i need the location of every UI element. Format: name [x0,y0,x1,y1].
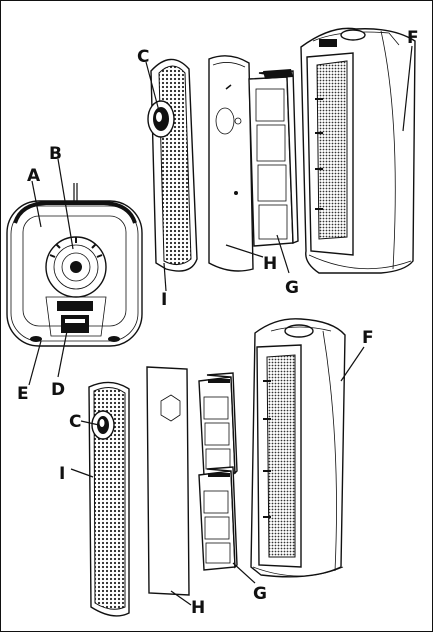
label-b-top: B [49,144,62,164]
label-i-bottom: I [59,464,65,484]
control-panel-top-view [7,183,142,346]
label-g-bottom: G [253,584,267,604]
label-a-top: A [27,166,41,186]
label-c-bottom: C [69,412,81,432]
label-d-top: D [51,380,65,400]
label-h-top: H [263,254,277,274]
top-housing [301,28,415,273]
bottom-filter-bottom [199,467,237,570]
label-c-top: C [137,47,149,67]
top-prefilter-panel [209,56,253,271]
label-f-top: F [407,28,419,48]
bottom-filter-top [199,373,237,476]
label-i-top: I [161,290,167,310]
bottom-prefilter-panel [147,367,189,595]
bottom-housing [251,319,345,577]
top-hepa-filter [249,69,298,246]
label-h-bottom: H [191,598,205,618]
top-front-grille-panel [148,59,197,271]
label-f-bottom: F [362,328,374,348]
label-g-top: G [285,278,299,298]
bottom-front-grille-panel [89,382,129,615]
label-e-top: E [17,384,29,404]
